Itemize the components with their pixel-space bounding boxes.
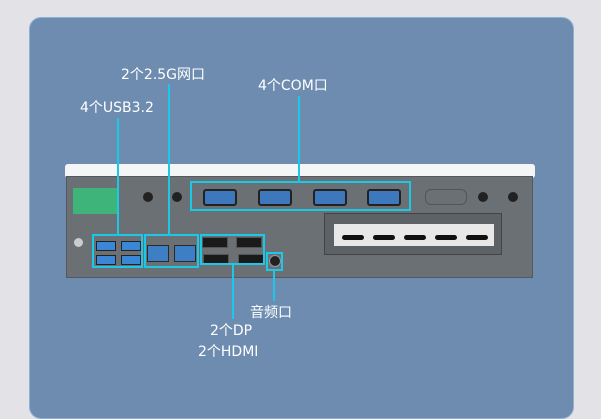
vent-slot (466, 235, 488, 240)
usb-callout-line (117, 118, 119, 234)
vent-slot (435, 235, 457, 240)
usb-label: 4个USB3.2 (80, 100, 154, 116)
lan-label: 2个2.5G网口 (121, 67, 206, 83)
dp-label: 2个DP (210, 323, 253, 339)
audio-label: 音频口 (250, 305, 292, 321)
com-label: 4个COM口 (258, 78, 328, 94)
lan-highlight-box (144, 234, 199, 268)
com-port (203, 189, 237, 206)
ground-screw (74, 238, 83, 247)
hdmi-label: 2个HDMI (198, 344, 259, 360)
vent-slot (373, 235, 395, 240)
device-top-cover (65, 164, 535, 178)
dc-in-terminal (73, 188, 117, 214)
screw-hole (478, 192, 488, 202)
screw-hole (172, 192, 182, 202)
vent-slot (342, 235, 364, 240)
com-port (258, 189, 292, 206)
usb-port (121, 241, 141, 251)
video-highlight-box (200, 234, 265, 265)
com-port (313, 189, 347, 206)
audio-callout-line (273, 271, 275, 301)
com-highlight-box (190, 181, 411, 211)
dp-port (236, 237, 262, 248)
dp-port (202, 237, 228, 248)
usb-port (96, 255, 116, 265)
com-gpio-cutout (425, 189, 467, 205)
lan-port (147, 245, 169, 262)
video-callout-line (232, 265, 234, 319)
lan-port (174, 245, 196, 262)
screw-hole (508, 192, 518, 202)
com-port (367, 189, 401, 206)
audio-jack (269, 255, 281, 267)
screw-hole (143, 192, 153, 202)
audio-highlight-box (266, 252, 283, 271)
com-callout-line (298, 96, 300, 181)
usb-port (121, 255, 141, 265)
usb-port (96, 241, 116, 251)
usb-highlight-box (92, 234, 143, 268)
vent-slot (404, 235, 426, 240)
lan-callout-line (168, 84, 170, 234)
